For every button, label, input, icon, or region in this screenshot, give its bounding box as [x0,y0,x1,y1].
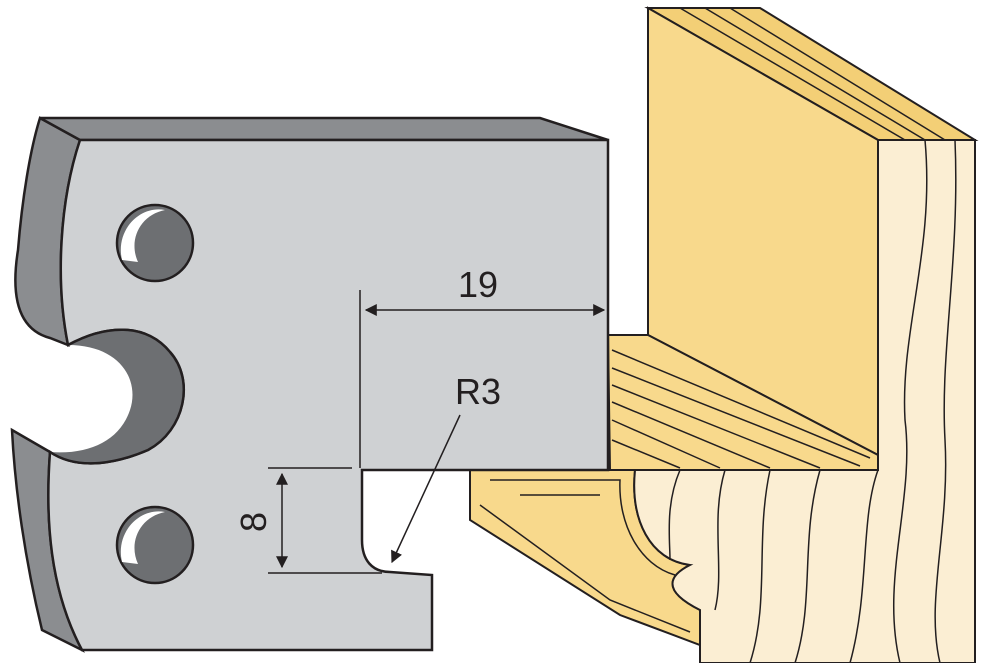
dimension-width-label: 19 [458,264,498,305]
wood-top-grain [679,7,946,141]
wood-end-grain-lines [668,139,957,663]
dimension-width: 19 [359,264,606,468]
dimension-depth: 8 [233,467,382,574]
cutter-knife [10,116,610,653]
dimension-radius-label: R3 [455,371,501,412]
dimension-radius: R3 [391,371,501,564]
wood-front-grain [479,479,691,633]
cutter-hole-lower [115,505,195,585]
cutter-notch-shadow [50,329,184,464]
dimension-depth-label: 8 [233,512,274,532]
wood-ledge-grain [611,349,871,469]
wood-end-grain-face [633,139,976,663]
wood-workpiece [469,6,979,663]
cutter-hole-upper [115,203,195,283]
cutter-top-bevel [39,116,609,142]
radius-leader [391,414,461,564]
